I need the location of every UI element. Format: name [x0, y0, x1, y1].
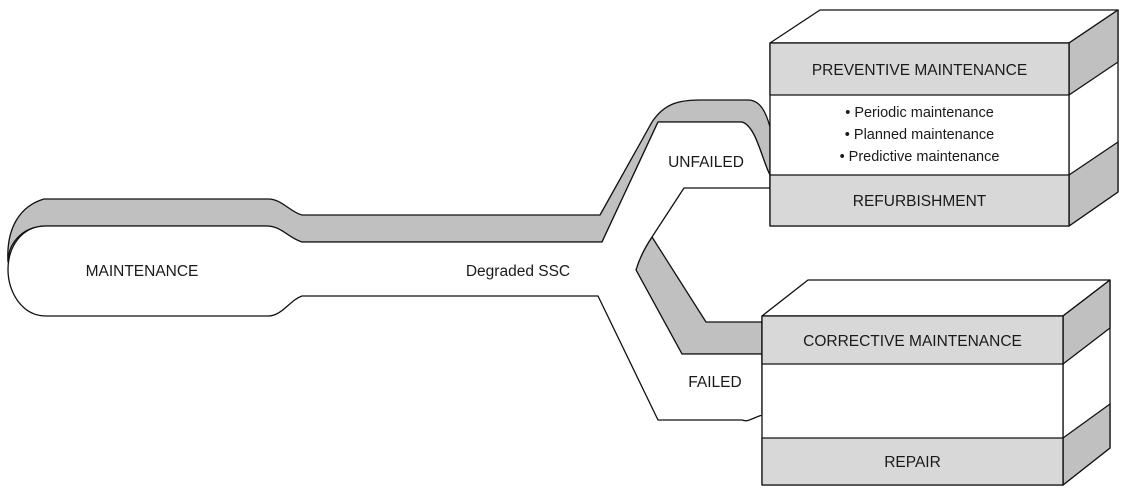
preventive-maintenance-box: PREVENTIVE MAINTENANCE • Periodic mainte… [769, 9, 1119, 227]
preventive-item-3: • Predictive maintenance [840, 149, 1000, 165]
ribbon-face [7, 121, 771, 422]
preventive-item-1: • Periodic maintenance [845, 105, 994, 121]
corrective-maintenance-box: CORRECTIVE MAINTENANCE REPAIR [761, 279, 1111, 486]
failed-label: FAILED [688, 374, 741, 391]
preventive-box-top [769, 9, 1119, 44]
corrective-title: CORRECTIVE MAINTENANCE [803, 333, 1022, 350]
corrective-box-top [761, 279, 1111, 317]
preventive-title-band [769, 42, 1070, 96]
refurbishment-label: REFURBISHMENT [853, 193, 987, 210]
corrective-title-band [761, 315, 1064, 365]
refurbishment-band [769, 174, 1070, 227]
preventive-title: PREVENTIVE MAINTENANCE [812, 62, 1027, 79]
repair-band [761, 437, 1064, 486]
preventive-item-2: • Planned maintenance [845, 127, 994, 143]
maintenance-label: MAINTENANCE [86, 263, 199, 280]
repair-label: REPAIR [884, 454, 941, 471]
unfailed-label: UNFAILED [668, 154, 744, 171]
degraded-ssc-label: Degraded SSC [466, 263, 570, 280]
